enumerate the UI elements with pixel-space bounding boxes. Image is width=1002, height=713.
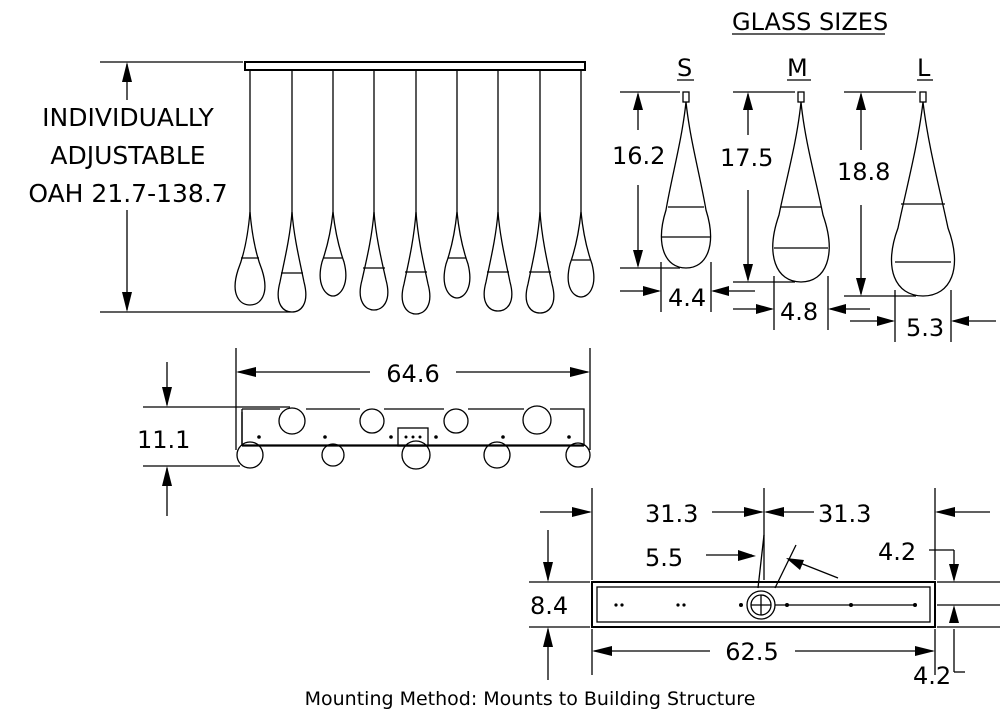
oah-dimension-line <box>100 61 290 313</box>
canopy-height-label: 8.4 <box>530 592 568 620</box>
pendant-cords <box>249 70 582 215</box>
canopy-half-left-label: 31.3 <box>645 500 698 528</box>
adjustable-note-line-1: INDIVIDUALLY <box>42 103 214 132</box>
glass-medium-width: 4.8 <box>780 298 818 326</box>
plan-view: 64.6 11.1 <box>137 348 591 516</box>
canopy-length-label: 62.5 <box>725 638 778 666</box>
glass-small-height: 16.2 <box>612 142 665 170</box>
canopy-edge-top-label: 4.2 <box>878 538 916 566</box>
adjustable-note-line-3: OAH 21.7-138.7 <box>28 179 227 208</box>
glass-small: S 16.2 4.4 <box>612 54 755 312</box>
glass-large-label: L <box>917 54 931 82</box>
glass-sizes-heading: GLASS SIZES <box>732 8 888 36</box>
glass-medium-height: 17.5 <box>720 144 773 172</box>
glass-small-label: S <box>677 54 692 82</box>
glass-medium: M 17.5 4.8 <box>720 54 870 330</box>
glass-sizes: GLASS SIZES S 16.2 4.4 M <box>612 8 996 342</box>
adjustable-note-line-2: ADJUSTABLE <box>50 141 205 170</box>
glass-large: L 18.8 5.3 <box>837 54 996 342</box>
canopy-bar <box>244 61 586 71</box>
canopy-edge-bottom-label: 4.2 <box>913 662 951 690</box>
elevation-view: INDIVIDUALLY ADJUSTABLE OAH 21.7-138.7 <box>28 61 595 315</box>
canopy-half-right-label: 31.3 <box>818 500 871 528</box>
glass-medium-label: M <box>787 54 808 82</box>
canopy-hole-label: 5.5 <box>645 544 683 572</box>
plan-length-label: 64.6 <box>386 360 439 388</box>
glass-small-width: 4.4 <box>668 284 706 312</box>
glass-large-width: 5.3 <box>906 314 944 342</box>
canopy-view: 31.3 31.3 5.5 8.4 <box>529 488 1000 690</box>
pendant-glasses <box>234 211 595 315</box>
glass-large-height: 18.8 <box>837 158 890 186</box>
mounting-method-note: Mounting Method: Mounts to Building Stru… <box>305 688 756 710</box>
plan-depth-label: 11.1 <box>137 426 190 454</box>
